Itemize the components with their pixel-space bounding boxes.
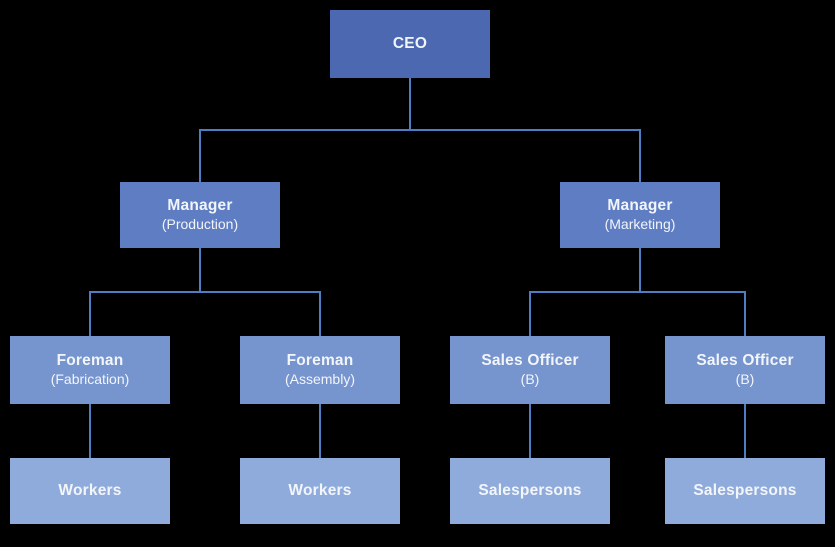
connector-foreman-fabrication-down	[89, 404, 91, 458]
org-node-foreman-assembly: Foreman (Assembly)	[240, 336, 400, 404]
node-title: CEO	[392, 35, 428, 53]
node-title: Workers	[58, 482, 122, 500]
node-title: Salespersons	[693, 482, 797, 500]
node-subtitle: (Production)	[161, 216, 239, 233]
connector-manager-marketing-down	[639, 248, 641, 292]
org-node-workers-2: Workers	[240, 458, 400, 524]
connector-foreman-assembly-down	[319, 404, 321, 458]
node-title: Manager	[167, 197, 233, 215]
node-title: Foreman	[286, 352, 354, 370]
connector-manager-marketing-in	[639, 129, 641, 182]
connector-ceo-down	[409, 78, 411, 131]
org-node-sales-officer-1: Sales Officer (B)	[450, 336, 610, 404]
node-title: Manager	[607, 197, 673, 215]
connector-sales-officer-2-down	[744, 404, 746, 458]
connector-managers-horizontal	[199, 129, 641, 131]
org-node-foreman-fabrication: Foreman (Fabrication)	[10, 336, 170, 404]
node-subtitle: (Fabrication)	[50, 371, 130, 388]
node-title: Workers	[288, 482, 352, 500]
node-subtitle: (Assembly)	[284, 371, 355, 388]
org-node-manager-production: Manager (Production)	[120, 182, 280, 248]
org-node-workers-1: Workers	[10, 458, 170, 524]
connector-sales-officer-2-in	[744, 291, 746, 336]
connector-sales-officer-1-in	[529, 291, 531, 336]
node-title: Salespersons	[478, 482, 582, 500]
node-subtitle: (B)	[735, 371, 755, 388]
org-node-salespersons-1: Salespersons	[450, 458, 610, 524]
connector-sales-officer-1-down	[529, 404, 531, 458]
node-title: Sales Officer	[696, 352, 794, 370]
connector-manager-production-down	[199, 248, 201, 292]
org-node-salespersons-2: Salespersons	[665, 458, 825, 524]
node-title: Foreman	[56, 352, 124, 370]
node-title: Sales Officer	[481, 352, 579, 370]
connector-foreman-fabrication-in	[89, 291, 91, 336]
connector-foremen-horizontal	[89, 291, 321, 293]
node-subtitle: (Marketing)	[604, 216, 676, 233]
org-node-ceo: CEO	[330, 10, 490, 78]
org-node-sales-officer-2: Sales Officer (B)	[665, 336, 825, 404]
connector-sales-officers-horizontal	[529, 291, 746, 293]
connector-foreman-assembly-in	[319, 291, 321, 336]
node-subtitle: (B)	[520, 371, 540, 388]
connector-manager-production-in	[199, 129, 201, 182]
org-node-manager-marketing: Manager (Marketing)	[560, 182, 720, 248]
